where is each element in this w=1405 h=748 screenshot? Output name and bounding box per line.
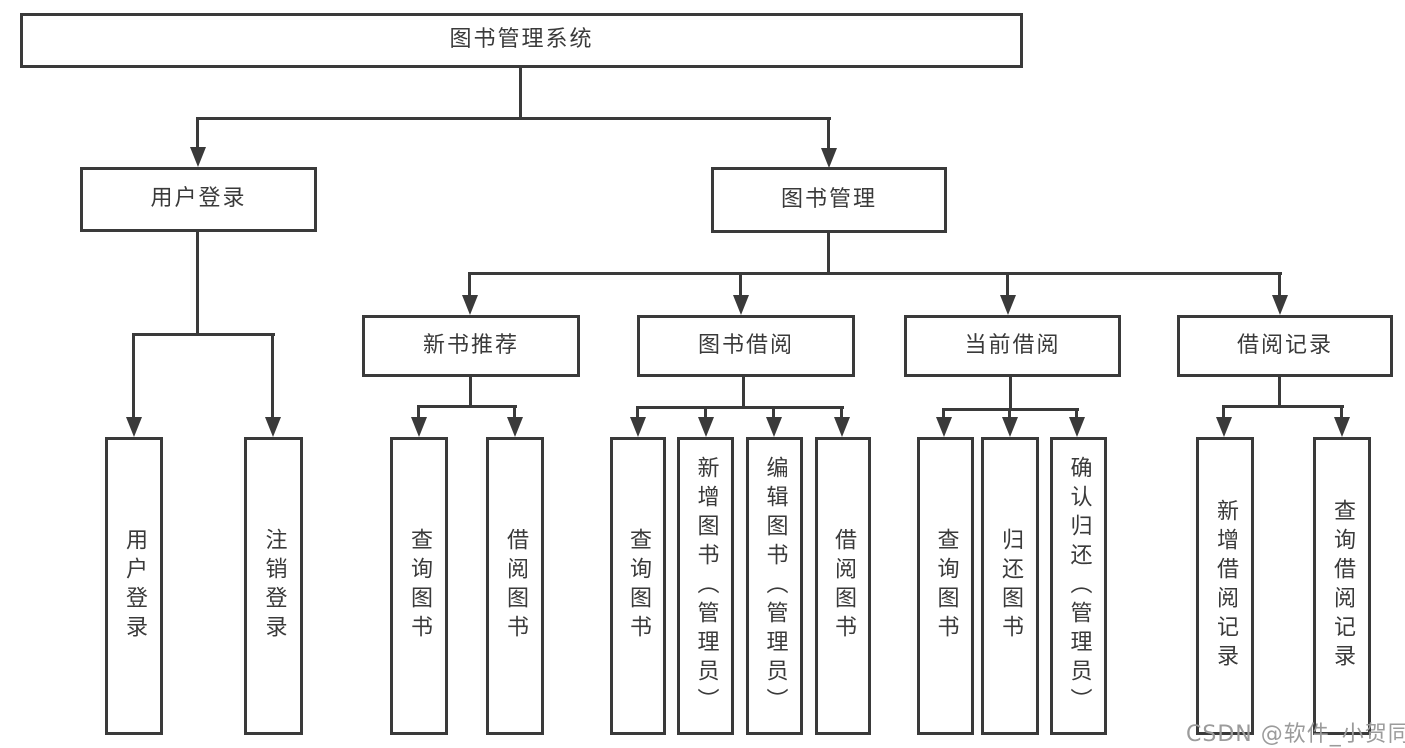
leaf-logout: 注销登录 [244, 437, 303, 735]
connector-line [1278, 272, 1281, 298]
connector-line [1009, 377, 1012, 411]
arrow-down-icon [1272, 295, 1288, 315]
connector-line [196, 232, 199, 336]
node-user-login: 用户登录 [80, 167, 317, 232]
connector-line [132, 333, 275, 336]
connector-line [468, 272, 471, 298]
connector-line [1222, 405, 1344, 408]
csdn-watermark: CSDN @软件_小贺同学 [1186, 722, 1405, 747]
leaf-current-query-books: 查询图书 [917, 437, 974, 735]
leaf-add-borrow-record: 新增借阅记录 [1196, 437, 1254, 735]
arrow-down-icon [1000, 295, 1016, 315]
leaf-add-books-admin: 新增图书（管理员） [677, 437, 734, 735]
leaf-confirm-return-admin: 确认归还（管理员） [1050, 437, 1107, 735]
connector-line [636, 406, 639, 419]
connector-line [513, 405, 516, 419]
arrow-down-icon [126, 417, 142, 437]
node-book-borrow: 图书借阅 [637, 315, 855, 377]
connector-line [742, 377, 745, 409]
connector-line [840, 406, 843, 419]
arrow-down-icon [733, 295, 749, 315]
leaf-query-borrow-record: 查询借阅记录 [1313, 437, 1371, 735]
arrow-down-icon [1216, 417, 1232, 437]
connector-line [1278, 377, 1281, 408]
connector-line [942, 408, 945, 419]
connector-line [772, 406, 775, 419]
arrow-down-icon [507, 417, 523, 437]
arrow-down-icon [1002, 417, 1018, 437]
connector-line [827, 233, 830, 274]
connector-line [271, 333, 274, 419]
node-book-management: 图书管理 [711, 167, 947, 233]
leaf-user-login: 用户登录 [105, 437, 163, 735]
leaf-borrow-query-books: 查询图书 [610, 437, 666, 735]
arrow-down-icon [698, 417, 714, 437]
connector-line [636, 406, 844, 409]
connector-line [197, 117, 831, 120]
leaf-recommend-borrow-books: 借阅图书 [486, 437, 544, 735]
arrow-down-icon [834, 417, 850, 437]
connector-line [417, 405, 517, 408]
arrow-down-icon [936, 417, 952, 437]
connector-line [196, 117, 199, 149]
connector-line [1008, 408, 1011, 419]
arrow-down-icon [411, 417, 427, 437]
connector-line [1075, 408, 1078, 419]
node-root: 图书管理系统 [20, 13, 1023, 68]
connector-line [469, 272, 1282, 275]
arrow-down-icon [821, 148, 837, 168]
connector-line [1340, 405, 1343, 419]
arrow-down-icon [1069, 417, 1085, 437]
connector-line [519, 68, 522, 118]
node-current-borrow: 当前借阅 [904, 315, 1121, 377]
arrow-down-icon [462, 295, 478, 315]
connector-line [1006, 272, 1009, 298]
arrow-down-icon [265, 417, 281, 437]
arrow-down-icon [190, 147, 206, 167]
connector-line [417, 405, 420, 419]
leaf-return-books: 归还图书 [981, 437, 1039, 735]
connector-line [827, 117, 830, 149]
arrow-down-icon [630, 417, 646, 437]
connector-line [132, 333, 135, 419]
arrow-down-icon [1334, 417, 1350, 437]
connector-line [739, 272, 742, 298]
leaf-recommend-query-books: 查询图书 [390, 437, 448, 735]
connector-line [1222, 405, 1225, 419]
connector-line [469, 377, 472, 408]
node-borrow-record: 借阅记录 [1177, 315, 1393, 377]
leaf-borrow-books: 借阅图书 [815, 437, 871, 735]
node-new-book-recommend: 新书推荐 [362, 315, 580, 377]
connector-line [704, 406, 707, 419]
leaf-edit-books-admin: 编辑图书（管理员） [746, 437, 803, 735]
arrow-down-icon [766, 417, 782, 437]
